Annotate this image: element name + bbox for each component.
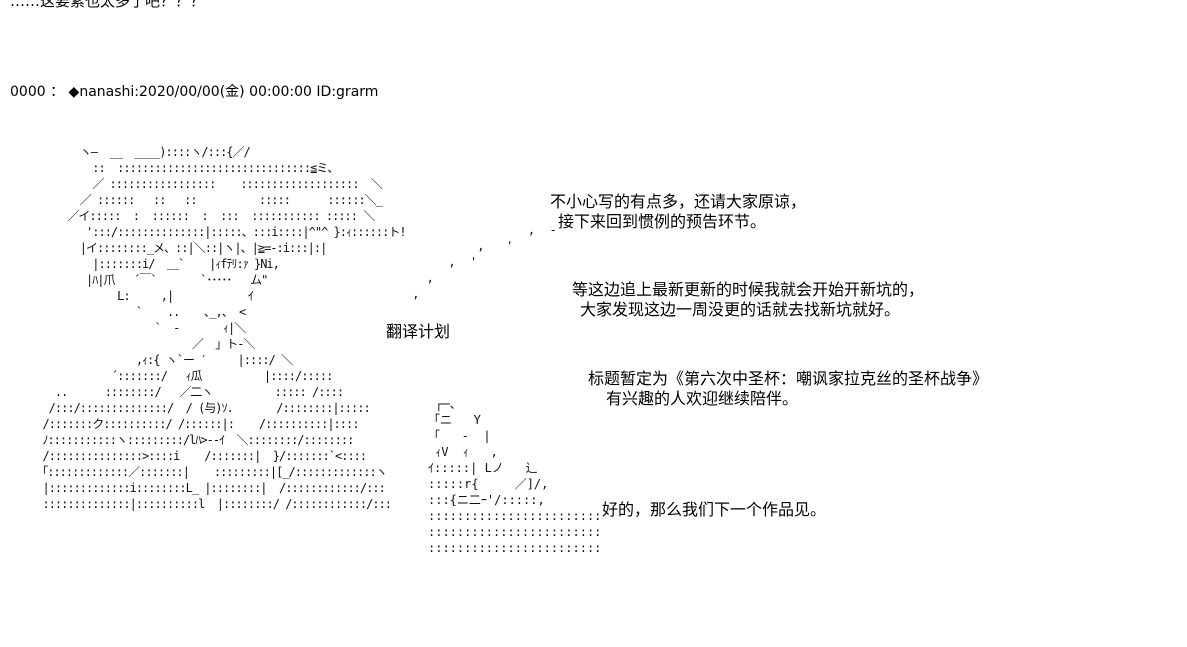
message-line: 大家发现这边一周没更的话就去找新坑就好。 [580, 300, 901, 319]
message-line: 等这边追上最新更新的时候我就会开始开新坑的， [572, 280, 925, 299]
message-line: 标题暂定为《第六次中圣杯：嘲讽家拉克丝的圣杯战争》 [588, 369, 989, 388]
diamond-icon: ◆ [68, 84, 80, 100]
post-datetime: 2020/00/00(金) 00:00:00 [139, 84, 312, 100]
post-number: 0000 [10, 84, 46, 100]
post-author: nanashi [79, 84, 135, 100]
post-id: ID:grarm [316, 84, 379, 100]
message-title: 标题暂定为《第六次中圣杯：嘲讽家拉克丝的圣杯战争》 有兴趣的人欢迎继续陪伴。 [588, 369, 988, 409]
ascii-art-small-figure: ┌─、 「ニ Y 「 - | ｨV ｨ , ｲ:::::| Lノ 辶 :::::… [428, 397, 602, 555]
message-farewell: 好的，那么我们下一个作品见。 [602, 500, 826, 520]
message-line: 不小心写的有点多，还请大家原谅， [550, 192, 807, 211]
message-new-thread: 等这边追上最新更新的时候我就会开始开新坑的， 大家发现这边一周没更的话就去找新坑… [572, 280, 924, 320]
message-line: 接下来回到惯例的预告环节。 [558, 212, 767, 231]
translation-project-label: 翻译计划 [386, 322, 451, 341]
ascii-art-dotted-line: , - , ' , ' , , [412, 223, 557, 301]
intro-text: ……这要素也太多了吧？？？ [10, 0, 206, 10]
message-line: 有兴趣的人欢迎继续陪伴。 [606, 389, 799, 408]
message-line: 好的，那么我们下一个作品见。 [602, 500, 827, 519]
ascii-art-character: ヽ— __ ____)::::ヽ/:::{／/ :: :::::::::::::… [36, 145, 406, 511]
post-separator: ： [50, 84, 65, 100]
post-header: 0000 ： ◆nanashi:2020/00/00(金) 00:00:00 I… [10, 84, 379, 100]
message-apology: 不小心写的有点多，还请大家原谅， 接下来回到惯例的预告环节。 [550, 192, 806, 232]
